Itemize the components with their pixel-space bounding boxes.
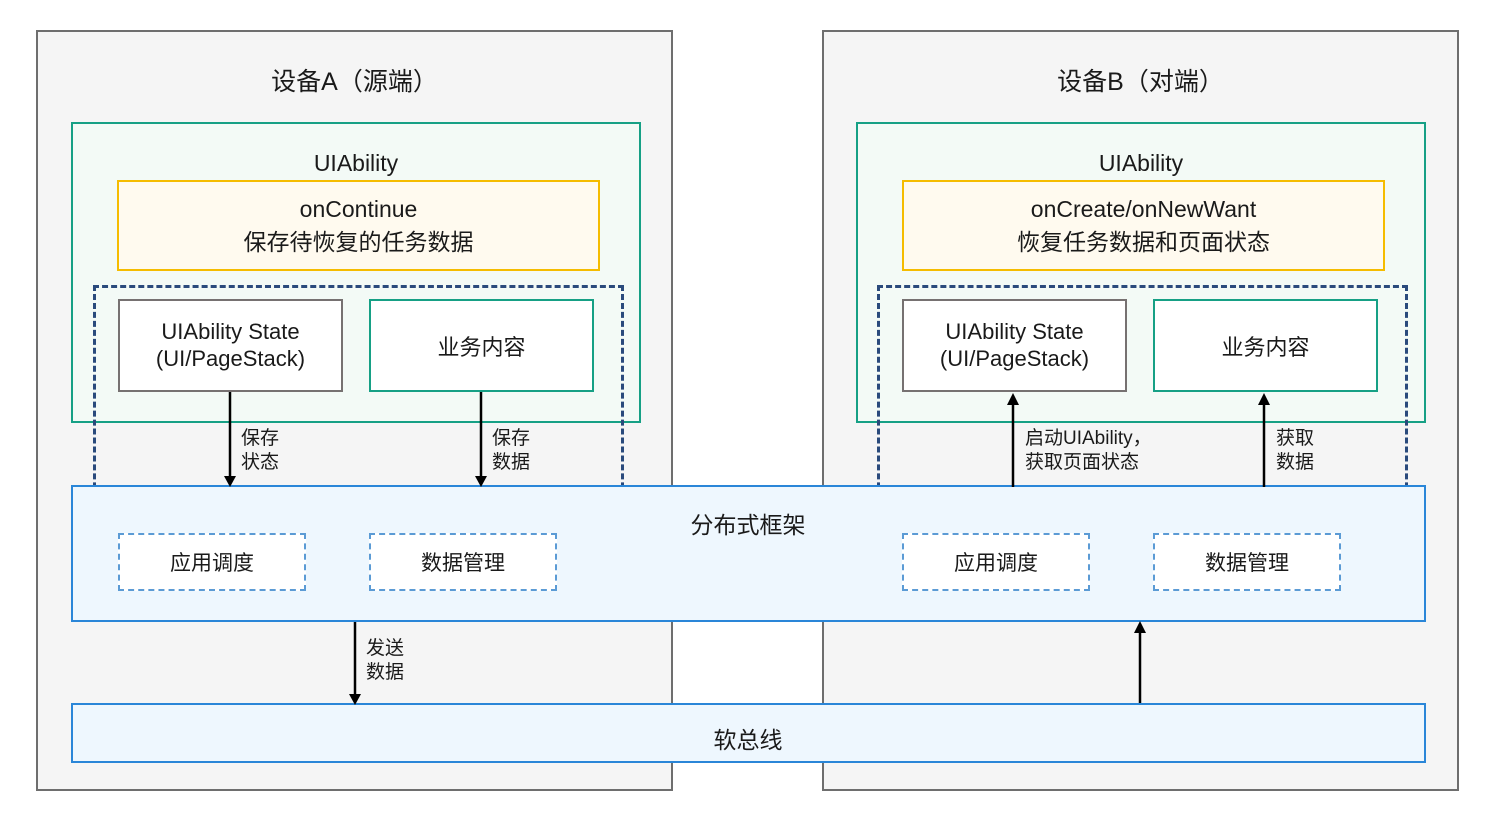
arrow-label-start-uiability-line2: 获取页面状态 <box>1025 451 1140 473</box>
framework-item-data-management-left: 数据管理 <box>369 533 557 591</box>
framework-item-label: 数据管理 <box>421 552 505 575</box>
arrow-label-get-data-line1: 获取 <box>1276 428 1315 449</box>
content-box-right: 业务内容 <box>1153 299 1378 392</box>
arrow-label-save-data-line2: 数据 <box>492 451 531 473</box>
arrow-label-save-data: 保存 数据 <box>492 427 530 475</box>
arrow-label-save-state-line2: 状态 <box>241 451 280 473</box>
state-box-left: UIAbility State (UI/PageStack) <box>118 299 343 392</box>
framework-item-label: 应用调度 <box>170 552 254 575</box>
arrow-label-save-state: 保存 状态 <box>241 427 279 475</box>
arrow-label-get-data: 获取 数据 <box>1276 427 1314 475</box>
arrow-label-get-data-line2: 数据 <box>1276 451 1315 473</box>
arrow-label-send-data-line2: 数据 <box>366 661 405 683</box>
content-box-left: 业务内容 <box>369 299 594 392</box>
state-box-line1-right: UIAbility State <box>945 319 1084 345</box>
uiability-label-right: UIAbility <box>1098 150 1184 176</box>
framework-item-app-scheduling-left: 应用调度 <box>118 533 306 591</box>
state-box-line2-left: (UI/PageStack) <box>155 345 306 371</box>
lifecycle-box-right: onCreate/onNewWant 恢复任务数据和页面状态 <box>902 180 1385 271</box>
lifecycle-line2-right: 恢复任务数据和页面状态 <box>1017 228 1270 255</box>
device-title-right: 设备B（对端） <box>1057 68 1224 96</box>
framework-item-label: 应用调度 <box>954 552 1038 575</box>
framework-item-label: 数据管理 <box>1205 552 1289 575</box>
lifecycle-line2-left: 保存待恢复的任务数据 <box>243 228 474 255</box>
device-title-left: 设备A（源端） <box>271 68 438 96</box>
soft-bus-label: 软总线 <box>713 727 783 753</box>
soft-bus-bar <box>71 703 1426 763</box>
arrow-label-start-uiability-line1: 启动UIAbility， <box>1025 428 1152 449</box>
lifecycle-line1-left: onContinue <box>299 196 418 223</box>
distributed-framework-label: 分布式框架 <box>690 512 806 538</box>
framework-item-data-management-right: 数据管理 <box>1153 533 1341 591</box>
content-box-label-left: 业务内容 <box>437 334 526 360</box>
arrow-label-save-data-line1: 保存 <box>492 428 531 449</box>
state-box-line2-right: (UI/PageStack) <box>939 345 1090 371</box>
lifecycle-line1-right: onCreate/onNewWant <box>1030 196 1257 223</box>
uiability-label-left: UIAbility <box>313 150 399 176</box>
lifecycle-box-left: onContinue 保存待恢复的任务数据 <box>117 180 600 271</box>
state-box-line1-left: UIAbility State <box>161 319 300 345</box>
state-box-right: UIAbility State (UI/PageStack) <box>902 299 1127 392</box>
arrow-label-send-data: 发送 数据 <box>366 637 404 685</box>
framework-item-app-scheduling-right: 应用调度 <box>902 533 1090 591</box>
arrow-label-start-uiability: 启动UIAbility， 获取页面状态 <box>1025 427 1152 475</box>
arrow-label-send-data-line1: 发送 <box>366 638 405 659</box>
content-box-label-right: 业务内容 <box>1221 334 1310 360</box>
arrow-label-save-state-line1: 保存 <box>241 428 280 449</box>
